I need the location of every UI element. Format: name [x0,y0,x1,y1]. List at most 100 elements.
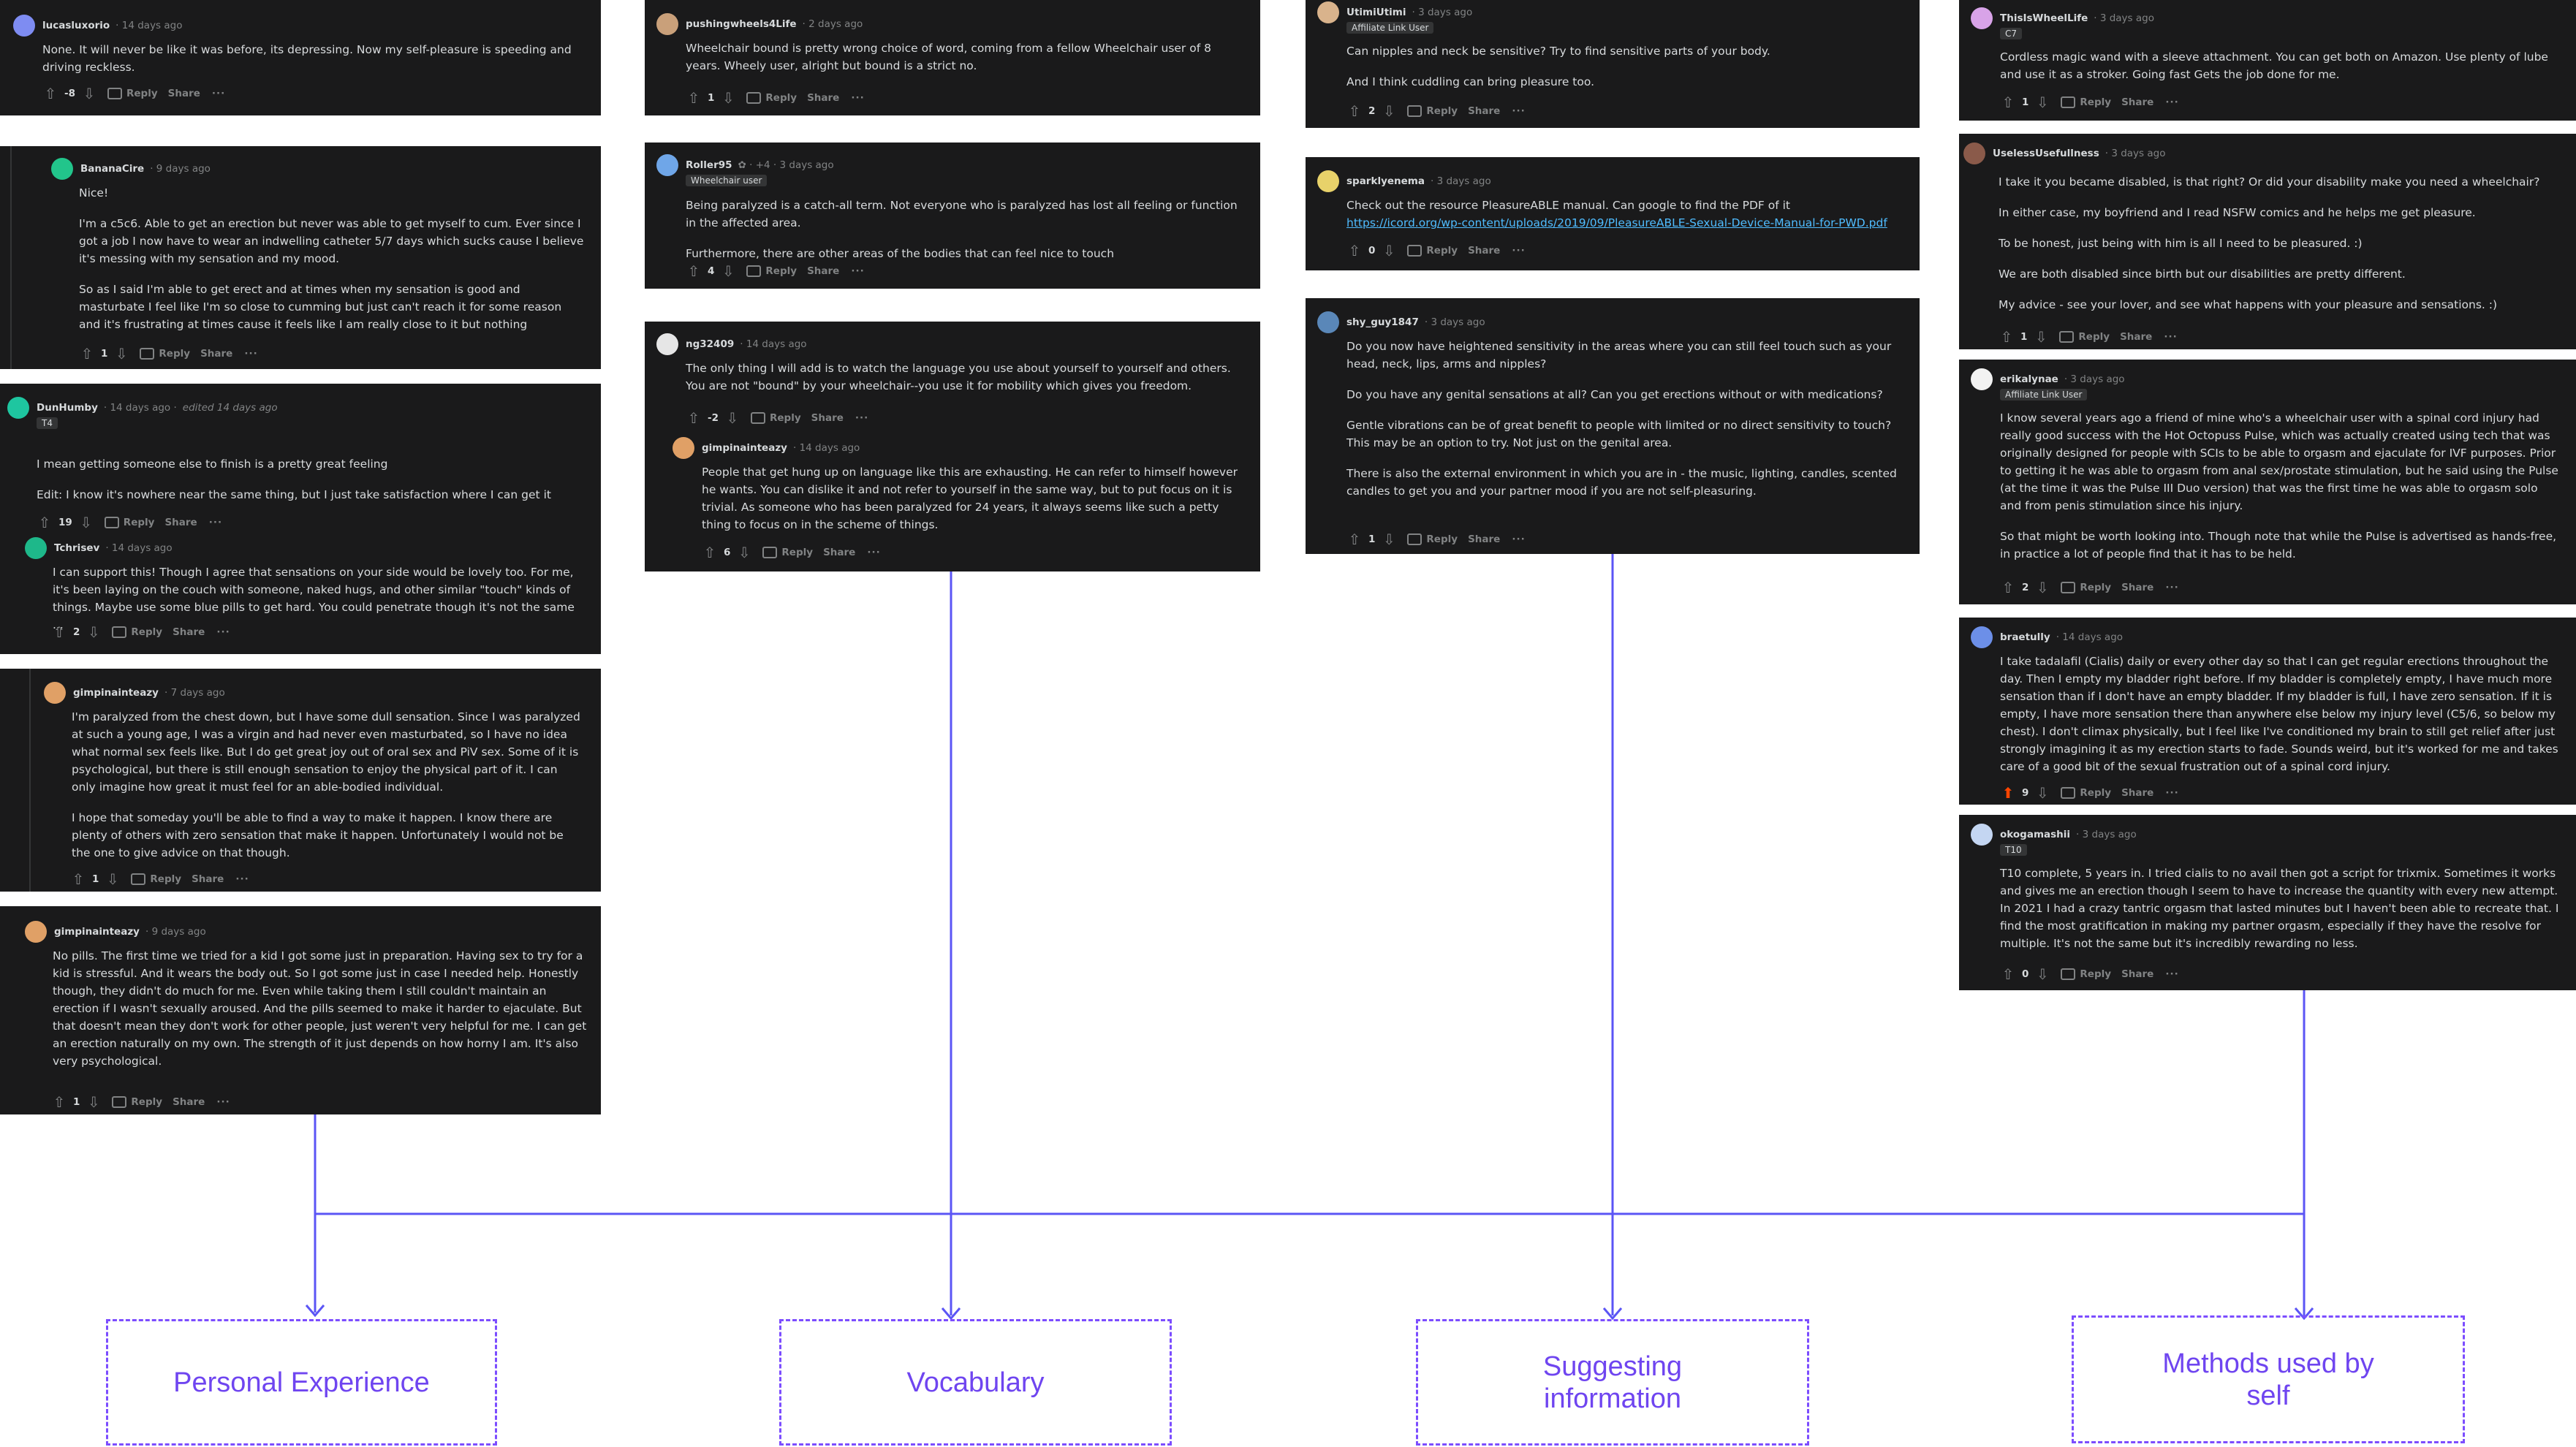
more-options-button[interactable]: ··· [2165,787,2179,799]
downvote-icon[interactable]: ⇩ [88,623,100,641]
share-button[interactable]: Share [1468,533,1501,545]
share-button[interactable]: Share [173,1096,205,1108]
downvote-icon[interactable]: ⇩ [1383,531,1395,548]
more-options-button[interactable]: ··· [2165,968,2179,980]
reply-button[interactable]: Reply [2061,96,2111,108]
avatar[interactable] [656,154,678,176]
reply-button[interactable]: Reply [751,412,801,424]
reply-button[interactable]: Reply [2061,582,2111,593]
username[interactable]: BananaCire [80,163,145,175]
more-options-button[interactable]: ··· [851,265,865,277]
username[interactable]: UtimiUtimi [1346,7,1406,18]
reply-button[interactable]: Reply [104,517,154,528]
more-options-button[interactable]: ··· [1512,245,1526,257]
username[interactable]: ThisIsWheelLife [2000,12,2088,24]
reply-button[interactable]: Reply [2061,787,2111,799]
reply-button[interactable]: Reply [112,626,162,638]
share-button[interactable]: Share [807,92,840,104]
upvote-icon[interactable]: ⇧ [1348,242,1361,259]
more-options-button[interactable]: ··· [867,547,881,558]
thread-line[interactable] [10,146,12,369]
reply-button[interactable]: Reply [140,348,190,360]
upvote-icon[interactable]: ⇧ [53,1093,66,1111]
downvote-icon[interactable]: ⇩ [738,544,751,561]
downvote-icon[interactable]: ⇩ [1383,102,1395,120]
downvote-icon[interactable]: ⇩ [107,870,119,888]
avatar[interactable] [25,921,47,943]
downvote-icon[interactable]: ⇩ [83,85,96,102]
username[interactable]: Roller95 [686,159,732,171]
upvote-icon[interactable]: ⇧ [2001,965,2015,983]
reply-button[interactable]: Reply [762,547,813,558]
thread-line[interactable] [29,669,31,892]
more-options-button[interactable]: ··· [2164,331,2178,343]
downvote-icon[interactable]: ⇩ [88,1093,100,1111]
reply-button[interactable]: Reply [2059,331,2110,343]
upvote-icon[interactable]: ⇧ [2000,328,2013,346]
share-button[interactable]: Share [823,547,856,558]
upvote-icon[interactable]: ⇧ [72,870,85,888]
username[interactable]: UselessUsefullness [1993,148,2099,159]
username[interactable]: pushingwheels4Life [686,18,797,30]
upvote-icon[interactable]: ⇧ [2001,579,2015,596]
share-button[interactable]: Share [807,265,840,277]
downvote-icon[interactable]: ⇩ [2035,328,2047,346]
downvote-icon[interactable]: ⇩ [2037,784,2049,802]
share-button[interactable]: Share [811,412,844,424]
avatar[interactable] [13,15,35,37]
share-button[interactable]: Share [2121,96,2154,108]
avatar[interactable] [7,397,29,419]
avatar[interactable] [1971,368,1993,390]
downvote-icon[interactable]: ⇩ [115,345,128,362]
downvote-icon[interactable]: ⇩ [2037,94,2049,111]
downvote-icon[interactable]: ⇩ [1383,242,1395,259]
more-options-button[interactable]: ··· [2165,96,2179,108]
avatar[interactable] [673,437,694,459]
more-options-button[interactable]: ··· [235,873,249,885]
share-button[interactable]: Share [167,88,200,99]
reply-button[interactable]: Reply [1407,105,1458,117]
avatar[interactable] [656,13,678,35]
downvote-icon[interactable]: ⇩ [726,409,739,427]
username[interactable]: gimpinainteazy [73,687,159,699]
avatar[interactable] [656,333,678,355]
username[interactable]: okogamashii [2000,829,2071,840]
downvote-icon[interactable]: ⇩ [722,262,735,280]
upvote-icon[interactable]: ⇧ [687,262,700,280]
avatar[interactable] [1317,170,1339,192]
upvote-icon[interactable]: ⬆ [2001,784,2015,802]
username[interactable]: lucasluxorio [42,20,110,31]
username[interactable]: gimpinainteazy [54,926,140,938]
share-button[interactable]: Share [192,873,224,885]
more-options-button[interactable]: ··· [855,412,869,424]
upvote-icon[interactable]: ⇧ [80,345,94,362]
reply-button[interactable]: Reply [107,88,158,99]
upvote-icon[interactable]: ⇧ [44,85,57,102]
upvote-icon[interactable]: ⇧ [687,409,700,427]
downvote-icon[interactable]: ⇩ [80,514,93,531]
upvote-icon[interactable]: ⇧ [1348,102,1361,120]
reply-button[interactable]: Reply [131,873,181,885]
downvote-icon[interactable]: ⇩ [2037,579,2049,596]
upvote-icon[interactable]: ⇧ [38,514,51,531]
avatar[interactable] [1971,7,1993,29]
share-button[interactable]: Share [173,626,205,638]
avatar[interactable] [1971,824,1993,846]
upvote-icon[interactable]: ⇧ [1348,531,1361,548]
share-button[interactable]: Share [2121,787,2154,799]
username[interactable]: braetully [2000,631,2050,643]
share-button[interactable]: Share [1468,105,1501,117]
share-button[interactable]: Share [2121,582,2154,593]
more-options-button[interactable]: ··· [1512,533,1526,545]
upvote-icon[interactable]: ⇧ [2001,94,2015,111]
upvote-icon[interactable]: ⇧ [687,89,700,107]
share-button[interactable]: Share [2121,968,2154,980]
reply-button[interactable]: Reply [746,92,797,104]
more-options-button[interactable]: ··· [1512,105,1526,117]
share-button[interactable]: Share [2120,331,2153,343]
downvote-icon[interactable]: ⇩ [2037,965,2049,983]
more-options-button[interactable]: ··· [211,88,226,99]
more-options-button[interactable]: ··· [851,92,865,104]
avatar[interactable] [1317,311,1339,333]
reply-button[interactable]: Reply [1407,533,1458,545]
